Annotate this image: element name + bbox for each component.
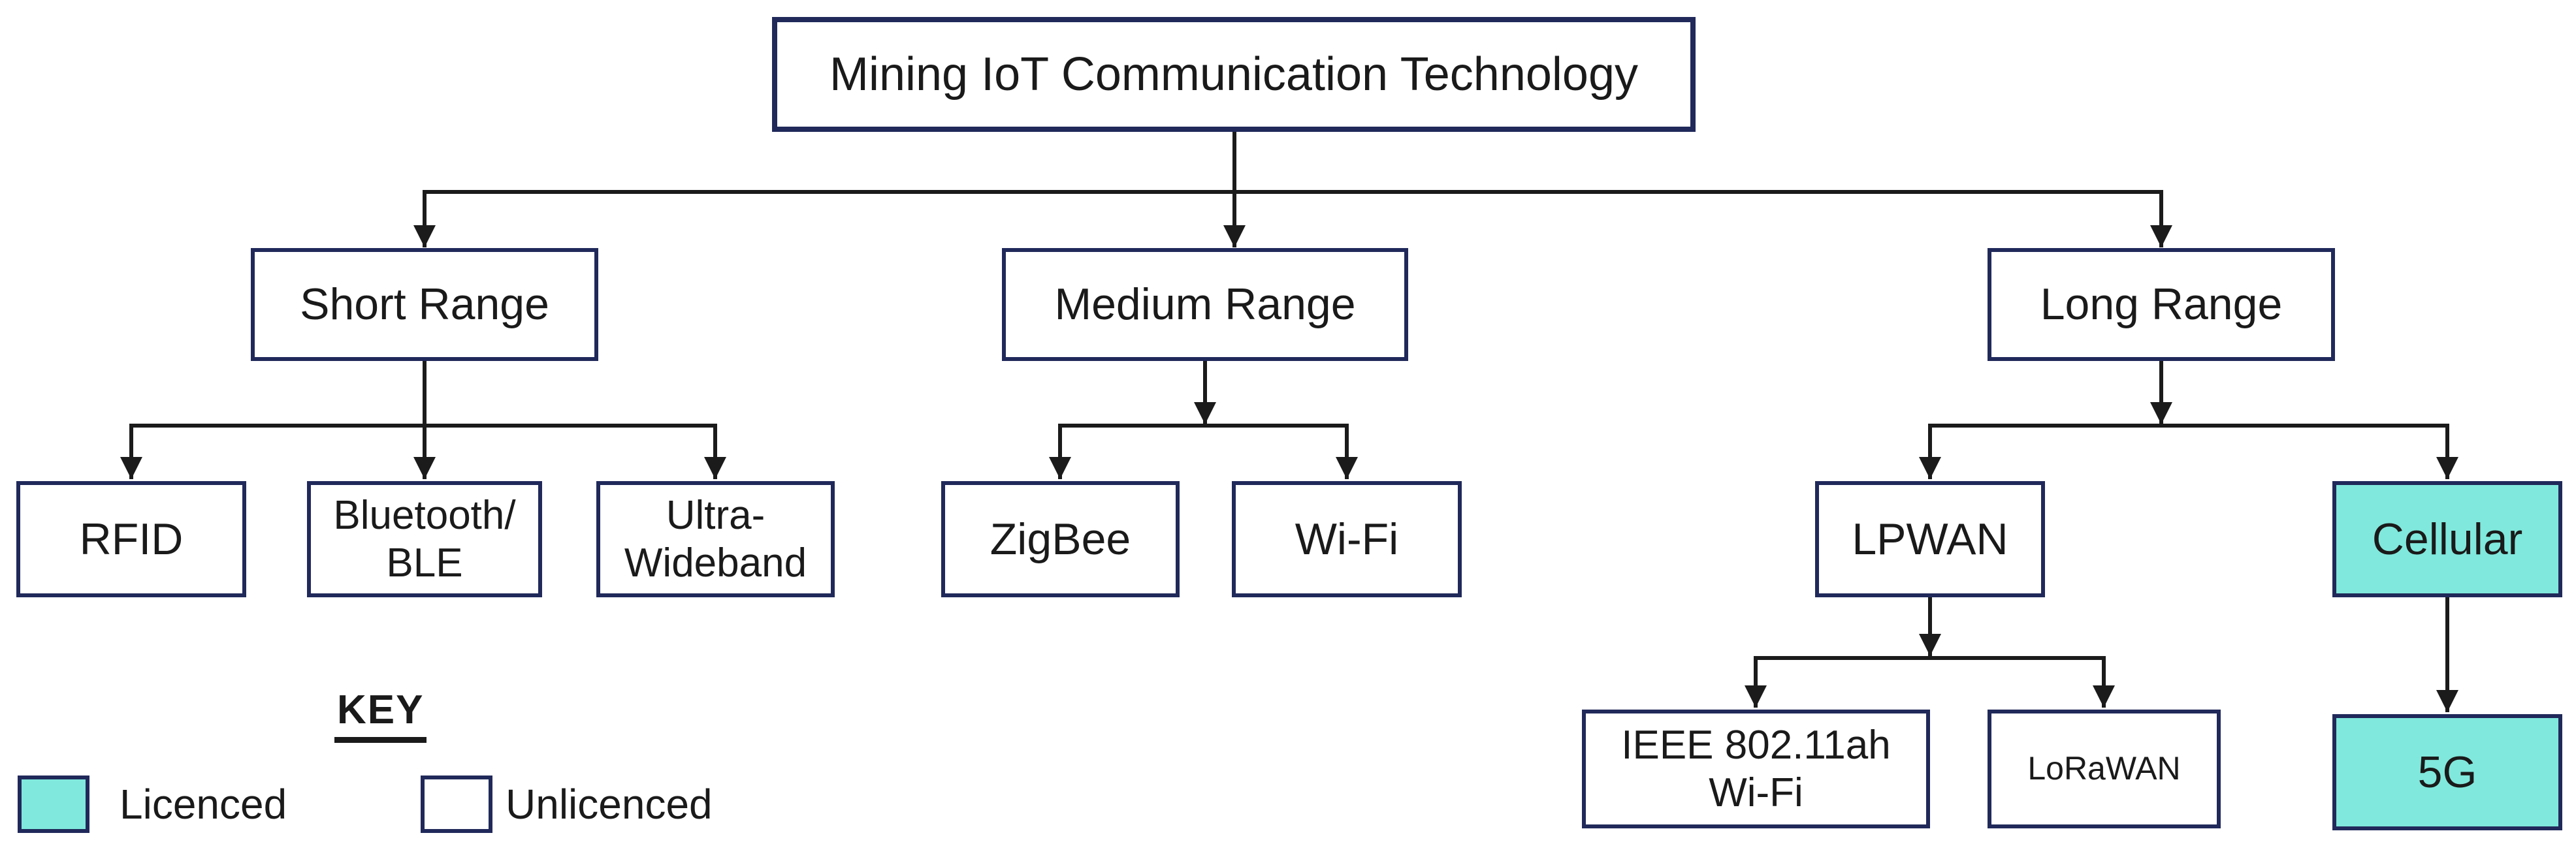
node-root: Mining IoT Communication Technology [772, 17, 1696, 132]
node-ieee-80211ah-wifi: IEEE 802.11ah Wi-Fi [1582, 710, 1930, 828]
node-wifi: Wi-Fi [1232, 481, 1462, 597]
legend-label: Unlicenced [506, 781, 713, 828]
node-zigbee: ZigBee [941, 481, 1180, 597]
node-label: ZigBee [990, 514, 1131, 564]
node-ultra-wideband: Ultra- Wideband [596, 481, 835, 597]
node-label: Wi-Fi [1295, 514, 1399, 564]
node-label: Long Range [2040, 279, 2283, 330]
node-label: IEEE 802.11ah Wi-Fi [1621, 722, 1891, 815]
node-label: Cellular [2372, 514, 2523, 564]
legend-label: Licenced [120, 781, 287, 828]
node-lpwan: LPWAN [1815, 481, 2045, 597]
node-label: RFID [79, 514, 184, 564]
legend-item-unlicenced: Unlicenced [421, 776, 713, 833]
node-label: Mining IoT Communication Technology [829, 48, 1638, 101]
node-label: Ultra- Wideband [624, 492, 807, 586]
key-heading: KEY [334, 687, 427, 743]
node-label: Bluetooth/ BLE [333, 492, 516, 586]
node-short-range: Short Range [251, 248, 598, 361]
node-rfid: RFID [16, 481, 246, 597]
node-label: Medium Range [1054, 279, 1356, 330]
node-lorawan: LoRaWAN [1988, 710, 2221, 828]
node-cellular: Cellular [2332, 481, 2562, 597]
node-long-range: Long Range [1988, 248, 2335, 361]
node-bluetooth-ble: Bluetooth/ BLE [307, 481, 542, 597]
unlicenced-swatch [421, 776, 492, 833]
node-medium-range: Medium Range [1002, 248, 1408, 361]
node-label: LPWAN [1852, 514, 2008, 564]
node-label: Short Range [300, 279, 549, 330]
node-label: LoRaWAN [2027, 750, 2181, 787]
legend-item-licenced: Licenced [18, 776, 287, 833]
licenced-swatch [18, 776, 89, 833]
node-label: 5G [2417, 747, 2477, 797]
node-5g: 5G [2332, 714, 2562, 830]
